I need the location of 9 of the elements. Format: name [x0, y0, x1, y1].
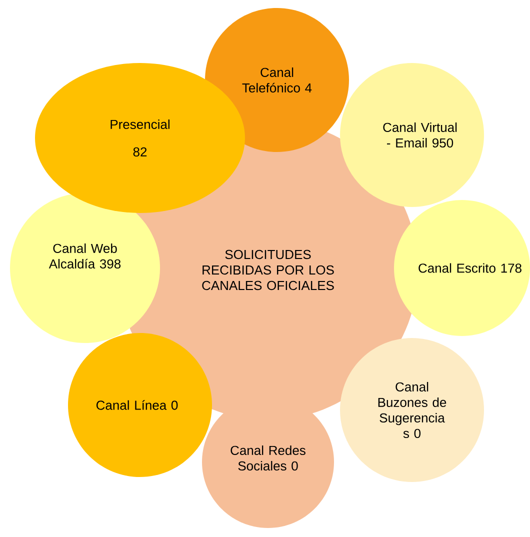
node-label: Canal Buzones de Sugerencia s 0: [378, 382, 446, 438]
node-label: SOLICITUDES RECIBIDAS POR LOS CANALES OFICIALES: [202, 250, 334, 290]
node-label: Canal Línea 0: [96, 400, 178, 410]
node-label: Presencial 82: [110, 119, 170, 157]
node-label: Canal Virtual - Email 950: [383, 122, 457, 148]
node-label: Canal Web Alcaldía 398: [48, 243, 121, 269]
node-label: Canal Escrito 178: [418, 263, 522, 273]
node-label: Canal Telefónico 4: [242, 67, 312, 93]
node-label: Canal Redes Sociales 0: [230, 445, 306, 471]
